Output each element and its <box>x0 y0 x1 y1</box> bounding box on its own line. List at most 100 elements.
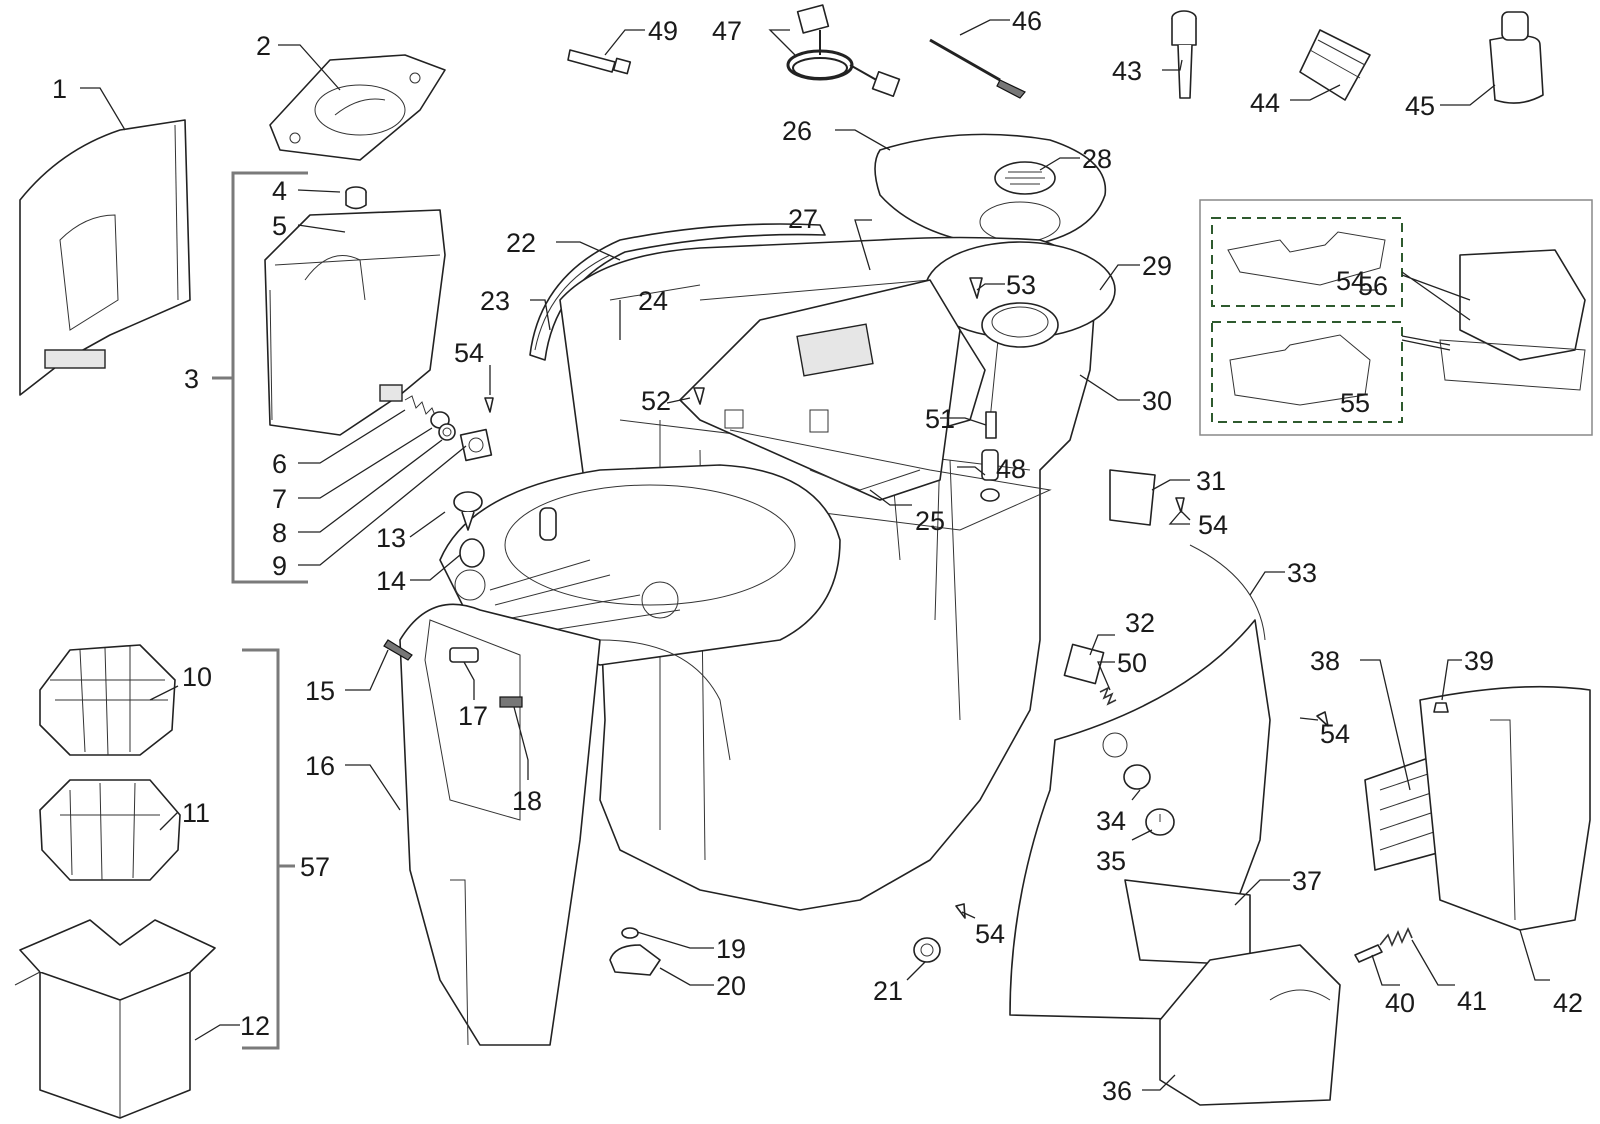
label-9: 9 <box>272 551 287 581</box>
label-44: 44 <box>1250 88 1280 118</box>
part-21-foot <box>913 937 941 963</box>
label-28: 28 <box>1082 144 1112 174</box>
label-31: 31 <box>1196 466 1226 496</box>
part-4-cap <box>345 186 367 210</box>
part-51-pin <box>985 411 997 439</box>
part-26-top-lid <box>874 133 1107 249</box>
label-54b: 54 <box>1198 510 1228 540</box>
label-15: 15 <box>305 676 335 706</box>
label-4: 4 <box>272 176 287 206</box>
label-20: 20 <box>716 971 746 1001</box>
part-32-microswitch <box>1063 643 1105 685</box>
label-38: 38 <box>1310 646 1340 676</box>
part-31-switch <box>1109 469 1156 526</box>
part-labels: 1 2 3 4 5 6 7 8 9 10 11 12 13 14 15 16 1… <box>52 6 1583 1106</box>
leader-lines <box>80 19 1550 1091</box>
label-54a: 54 <box>454 338 484 368</box>
part-34-grommet <box>1123 764 1151 790</box>
part-12-packaging-box <box>14 919 216 1119</box>
label-22: 22 <box>506 228 536 258</box>
part-15-clip <box>383 639 413 661</box>
part-42-side-door <box>1419 685 1591 931</box>
part-27-control-board <box>679 279 961 501</box>
label-54d: 54 <box>975 919 1005 949</box>
part-29-brew-ring <box>924 241 1116 348</box>
label-48: 48 <box>996 454 1026 484</box>
part-11-bean-ring <box>39 779 181 881</box>
label-26: 26 <box>782 116 812 146</box>
part-20-valve-base <box>609 944 661 976</box>
label-40: 40 <box>1385 988 1415 1018</box>
part-10-bean-container <box>39 644 176 756</box>
label-42: 42 <box>1553 988 1583 1018</box>
part-2-tank-lid <box>269 54 446 161</box>
label-57: 57 <box>300 852 330 882</box>
label-3: 3 <box>184 364 199 394</box>
label-41: 41 <box>1457 986 1487 1016</box>
label-6: 6 <box>272 449 287 479</box>
label-45: 45 <box>1405 91 1435 121</box>
label-54c: 54 <box>1320 719 1350 749</box>
top-cover-panel <box>439 464 841 666</box>
label-52: 52 <box>641 386 671 416</box>
label-47: 47 <box>712 16 742 46</box>
label-10: 10 <box>182 662 212 692</box>
label-54e: 54 <box>1336 266 1366 296</box>
bracket-57 <box>242 648 295 1050</box>
part-16-front-cover <box>399 603 731 1046</box>
label-51: 51 <box>925 404 955 434</box>
part-35-power-button <box>1145 808 1175 836</box>
label-7: 7 <box>272 484 287 514</box>
part-54-screws <box>484 397 1329 919</box>
label-53: 53 <box>1006 270 1036 300</box>
label-35: 35 <box>1096 846 1126 876</box>
part-17-button <box>449 647 479 663</box>
part-1-side-panel <box>19 119 191 396</box>
label-13: 13 <box>376 523 406 553</box>
label-46: 46 <box>1012 6 1042 36</box>
label-30: 30 <box>1142 386 1172 416</box>
label-43: 43 <box>1112 56 1142 86</box>
part-49-grease-tube <box>567 49 632 75</box>
part-18-label-plate <box>499 696 523 708</box>
part-45-descaler-bottle <box>1489 11 1544 104</box>
part-47-power-cord <box>786 4 901 98</box>
label-37: 37 <box>1292 866 1322 896</box>
label-27: 27 <box>788 204 818 234</box>
part-40-pin <box>1354 944 1383 963</box>
label-34: 34 <box>1096 806 1126 836</box>
label-25: 25 <box>915 506 945 536</box>
label-21: 21 <box>873 976 903 1006</box>
label-1: 1 <box>52 74 67 104</box>
label-19: 19 <box>716 934 746 964</box>
part-9-seat <box>459 428 493 462</box>
label-24: 24 <box>638 286 668 316</box>
label-39: 39 <box>1464 646 1494 676</box>
part-43-nozzle <box>1171 10 1197 99</box>
bracket-3 <box>212 171 308 584</box>
label-2: 2 <box>256 31 271 61</box>
label-32: 32 <box>1125 608 1155 638</box>
part-48-bushing <box>980 449 1000 502</box>
label-11: 11 <box>182 798 210 828</box>
part-14-selector <box>459 538 485 568</box>
label-36: 36 <box>1102 1076 1132 1106</box>
label-16: 16 <box>305 751 335 781</box>
part-37-drawer-cover <box>1124 879 1251 966</box>
label-12: 12 <box>240 1011 270 1041</box>
label-17: 17 <box>458 701 488 731</box>
part-50-spring <box>1099 686 1117 706</box>
part-8-washer <box>438 423 456 441</box>
label-56: 56 <box>1358 271 1388 301</box>
label-18: 18 <box>512 786 542 816</box>
part-13-knob <box>453 491 483 531</box>
part-39-screw <box>1433 702 1449 713</box>
label-14: 14 <box>376 566 406 596</box>
inset-electronics-box <box>1199 199 1593 436</box>
part-46-cleaning-brush <box>929 38 1026 99</box>
label-33: 33 <box>1287 558 1317 588</box>
part-25-mounting-plate <box>719 429 1052 531</box>
label-8: 8 <box>272 518 287 548</box>
part-52-screw <box>693 387 705 405</box>
